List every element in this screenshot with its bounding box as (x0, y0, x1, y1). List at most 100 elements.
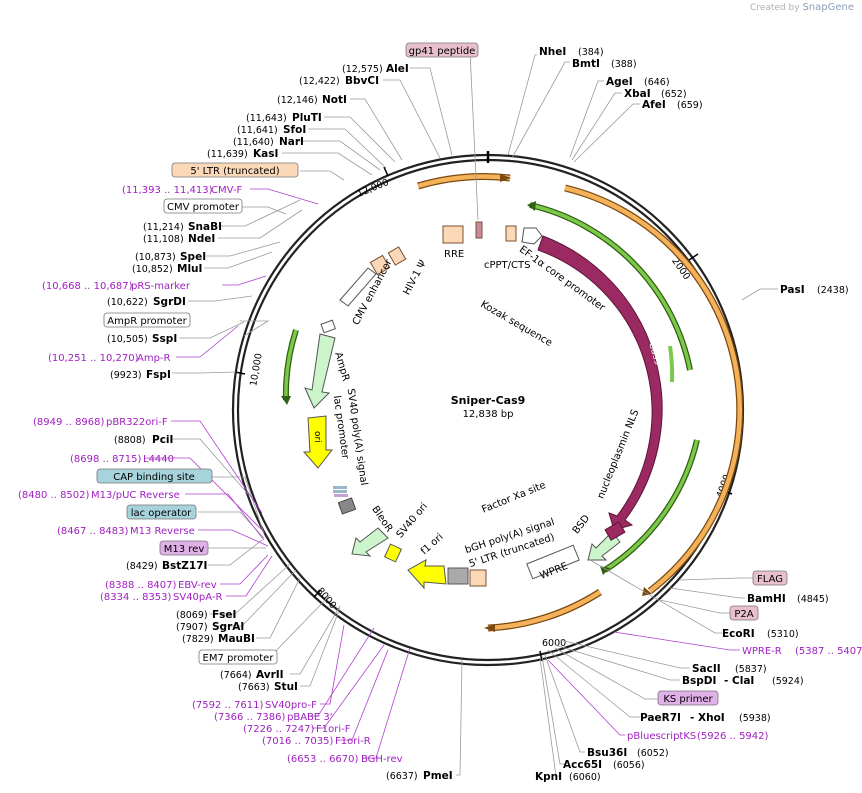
site-ndei: NdeI (188, 233, 215, 245)
feature-lac-operator: lac operator (131, 508, 192, 519)
site-fspi: FspI (146, 369, 171, 381)
site-pasi: PasI (780, 284, 805, 296)
site-snabi: SnaBI (188, 221, 222, 233)
primer-prs-marker: pRS-marker (131, 281, 191, 292)
primer-range: (5926 .. 5942) (697, 731, 769, 742)
site-num: (11,643) (246, 113, 287, 124)
site-num: (6637) (386, 771, 418, 782)
primer-pbluescriptks: pBluescriptKS (627, 731, 696, 742)
feature-p2a: P2A (734, 609, 753, 620)
site-pmei: PmeI (423, 770, 453, 782)
plasmid-name: Sniper-Cas9 (451, 394, 526, 407)
site-nhei: NheI (539, 46, 566, 58)
site-pcii: PciI (152, 434, 173, 446)
feature-cap-binding-site: CAP binding site (113, 472, 195, 483)
label-factor-xa: Factor Xa site (480, 480, 547, 516)
site-num: (652) (661, 89, 687, 100)
primer-amp-r: Amp-R (137, 353, 171, 364)
outer-features (281, 173, 744, 632)
primer-m13-puc-reverse: M13/pUC Reverse (91, 490, 180, 501)
site-bamhi: BamHI (747, 593, 786, 605)
site-afei: AfeI (642, 99, 666, 111)
site-bmti: BmtI (572, 58, 600, 70)
feature-flag: FLAG (757, 574, 783, 585)
site-num: (10,852) (132, 264, 173, 275)
plasmid-size: 12,838 bp (463, 409, 514, 420)
label-cppt: cPPT/CTS (484, 260, 530, 271)
tick-12000: 12,000 (356, 177, 391, 200)
site-num: (5310) (767, 629, 799, 640)
primer-range: (8388 .. 8407) (105, 580, 177, 591)
label-bsd: BSD (571, 513, 593, 536)
primer-range: (10,668 .. 10,687) (42, 281, 133, 292)
primer-pbr322ori-f: pBR322ori-F (106, 417, 168, 428)
primer-cmv-f: CMV-F (211, 185, 242, 196)
site-num: (11,108) (143, 234, 184, 245)
tick-10000: 10,000 (248, 352, 265, 387)
site-noti: NotI (322, 94, 347, 106)
site-mlui: MluI (177, 263, 202, 275)
site-xhoi: - XhoI (690, 712, 725, 724)
feature-em7-promoter: EM7 promoter (203, 653, 275, 664)
site-clai: - ClaI (724, 675, 754, 687)
site-num: (8808) (114, 435, 146, 446)
label-kozak: Kozak sequence (479, 299, 554, 349)
primer-labels: (11,393 .. 11,413) CMV-F (10,668 .. 10,6… (18, 185, 862, 765)
site-num: (11,214) (143, 222, 184, 233)
site-num: (10,622) (107, 297, 148, 308)
site-sgrdi: SgrDI (153, 296, 186, 308)
credit-brand: SnapGene (802, 2, 854, 13)
site-num: (2438) (817, 285, 849, 296)
site-num: (7829) (182, 634, 214, 645)
primer-range: (8480 .. 8502) (18, 490, 90, 501)
site-num: (12,146) (277, 95, 318, 106)
feature-m13-rev: M13 rev (164, 544, 205, 555)
primer-pbabe-3: pBABE 3' (287, 712, 333, 723)
site-sspi: SspI (152, 333, 177, 345)
site-agei: AgeI (606, 76, 633, 88)
site-fsei: FseI (212, 609, 236, 621)
site-bsu36i: Bsu36I (587, 747, 627, 759)
site-sfoi: SfoI (283, 124, 306, 136)
site-kasi: KasI (253, 148, 278, 160)
tick-6000: 6000 (542, 638, 566, 649)
feature-cmv-promoter: CMV promoter (167, 202, 240, 213)
site-kpni: KpnI (535, 771, 562, 783)
site-sacii: SacII (692, 663, 721, 675)
site-num: (388) (611, 59, 637, 70)
leader-lines (144, 50, 778, 777)
right-sites: NheI (384) BmtI (388) AgeI (646) XbaI (6… (535, 46, 849, 783)
primer-sv40pa-r: SV40pA-R (173, 592, 222, 603)
primer-range: (7016 .. 7035) (262, 736, 334, 747)
site-num: (8069) (176, 610, 208, 621)
site-num: (4845) (797, 594, 829, 605)
site-sgrai: SgrAI (212, 621, 244, 633)
label-hiv-psi: HIV-1 Ψ (402, 258, 429, 297)
site-num: (646) (644, 77, 670, 88)
primer-bgh-rev: BGH-rev (361, 754, 403, 765)
site-num: (6056) (613, 760, 645, 771)
primer-range: (11,393 .. 11,413) (122, 185, 213, 196)
primer-range: (8334 .. 8353) (100, 592, 172, 603)
site-num: (10,505) (107, 334, 148, 345)
site-spei: SpeI (180, 251, 206, 263)
site-paer7i: PaeR7I (640, 712, 681, 724)
site-num: (8429) (126, 561, 158, 572)
site-stui: StuI (274, 681, 298, 693)
primer-f1ori-f: F1ori-F (316, 724, 351, 735)
primer-wpre-r: WPRE-R (742, 646, 782, 657)
site-num: (7664) (220, 670, 252, 681)
site-xbai: XbaI (624, 88, 651, 100)
primer-range: (7226 .. 7247) (243, 724, 315, 735)
primer-range: (7366 .. 7386) (214, 712, 286, 723)
site-num: (12,422) (299, 76, 340, 87)
primer-range: (5387 .. 5407) (795, 646, 862, 657)
site-num: (659) (677, 100, 703, 111)
site-num: (5924) (772, 676, 804, 687)
site-nari: NarI (279, 136, 304, 148)
site-num: (5837) (735, 664, 767, 675)
site-num: (11,641) (237, 125, 278, 136)
primer-range: (8949 .. 8968) (33, 417, 105, 428)
primer-l4440: L4440 (143, 454, 174, 465)
